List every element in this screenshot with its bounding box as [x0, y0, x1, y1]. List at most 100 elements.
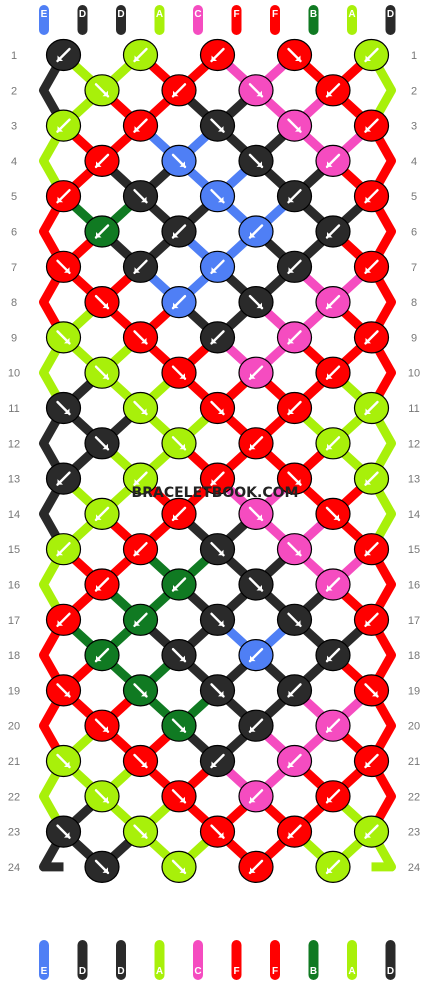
knot: [45, 321, 82, 354]
knot: [238, 356, 274, 389]
knot: [276, 321, 313, 354]
string-label-bottom: D: [117, 966, 124, 977]
row-number-right: 5: [411, 191, 417, 203]
string-label-top: E: [41, 9, 48, 20]
knot: [199, 321, 236, 354]
string-label-bottom: B: [310, 966, 317, 977]
arrow-head: [96, 514, 102, 520]
knot: [199, 250, 236, 283]
arrow-head: [333, 514, 339, 520]
knot: [353, 250, 390, 283]
arrow-head: [102, 373, 108, 379]
knot: [122, 603, 159, 636]
row-number-left: 4: [11, 156, 17, 168]
knot: [315, 74, 351, 107]
arrow-head: [295, 620, 301, 626]
row-number-right: 16: [408, 580, 420, 592]
knot: [353, 180, 390, 213]
arrow-head: [102, 443, 108, 450]
row-number-left: 1: [11, 50, 17, 62]
arrow-head: [211, 479, 217, 485]
arrow-head: [134, 55, 140, 61]
knot-layer: [45, 38, 390, 884]
arrow-head: [218, 408, 224, 414]
knot: [45, 603, 82, 636]
arrow-head: [96, 585, 102, 591]
arrow-head: [64, 408, 70, 414]
row-number-left: 3: [11, 121, 17, 133]
row-number-right: 4: [411, 156, 417, 168]
knot: [315, 638, 351, 672]
knot: [84, 356, 120, 389]
arrow-head: [64, 267, 70, 273]
arrow-head: [288, 761, 294, 767]
arrow-head: [250, 443, 256, 450]
knot: [353, 321, 390, 354]
arrow-head: [173, 90, 179, 97]
knot: [238, 74, 274, 107]
arrow-head: [288, 408, 294, 414]
knot: [199, 744, 236, 778]
arrow-head: [327, 585, 333, 591]
knot: [315, 356, 351, 389]
arrow-head: [134, 549, 140, 556]
row-number-right: 20: [408, 721, 420, 733]
row-number-left: 2: [11, 85, 17, 97]
arrow-head: [141, 337, 147, 344]
arrow-head: [365, 126, 371, 132]
knot: [353, 462, 390, 495]
arrow-head: [102, 90, 108, 97]
knot: [84, 286, 120, 319]
row-number-right: 2: [411, 85, 417, 97]
string-label-bottom: A: [156, 966, 163, 977]
row-number-right: 7: [411, 262, 417, 274]
knot: [45, 744, 82, 778]
arrow-head: [64, 832, 70, 838]
arrow-head: [365, 761, 371, 767]
knot: [315, 144, 351, 177]
arrow-head: [173, 232, 179, 238]
row-number-left: 5: [11, 191, 17, 203]
arrow-head: [179, 867, 185, 873]
arrow-head: [57, 55, 63, 61]
arrow-head: [134, 267, 140, 273]
arrow-head: [179, 655, 185, 662]
string-label-top: D: [79, 9, 86, 20]
arrow-head: [288, 690, 294, 697]
knot: [161, 780, 197, 813]
arrow-head: [365, 832, 371, 838]
string-label-top: D: [387, 9, 394, 20]
knot: [199, 391, 236, 425]
knot: [315, 780, 351, 813]
arrow-head: [295, 55, 301, 61]
knot: [315, 568, 351, 601]
arrow-head: [211, 55, 217, 61]
row-number-right: 12: [408, 438, 420, 450]
arrow-head: [250, 867, 256, 873]
row-number-left: 16: [8, 580, 20, 592]
knot: [238, 427, 274, 460]
knot: [84, 638, 120, 672]
arrow-head: [288, 832, 294, 838]
arrow-head: [365, 408, 371, 414]
arrow-head: [327, 373, 333, 379]
string-label-top: C: [194, 9, 201, 20]
knot: [315, 427, 351, 460]
arrow-head: [141, 196, 147, 203]
string-label-bottom: C: [194, 966, 201, 977]
arrow-head: [372, 690, 378, 697]
arrow-head: [173, 302, 179, 309]
row-number-left: 14: [8, 509, 20, 521]
knot: [161, 356, 197, 389]
row-number-right: 23: [408, 827, 420, 839]
knot: [122, 815, 159, 848]
arrow-head: [173, 514, 179, 520]
arrow-head: [295, 549, 301, 556]
knot: [353, 603, 390, 636]
knot: [161, 568, 197, 601]
arrow-head: [141, 408, 147, 414]
watermark-text: BRACELETBOOK.COM: [132, 485, 299, 501]
row-number-left: 23: [8, 827, 20, 839]
